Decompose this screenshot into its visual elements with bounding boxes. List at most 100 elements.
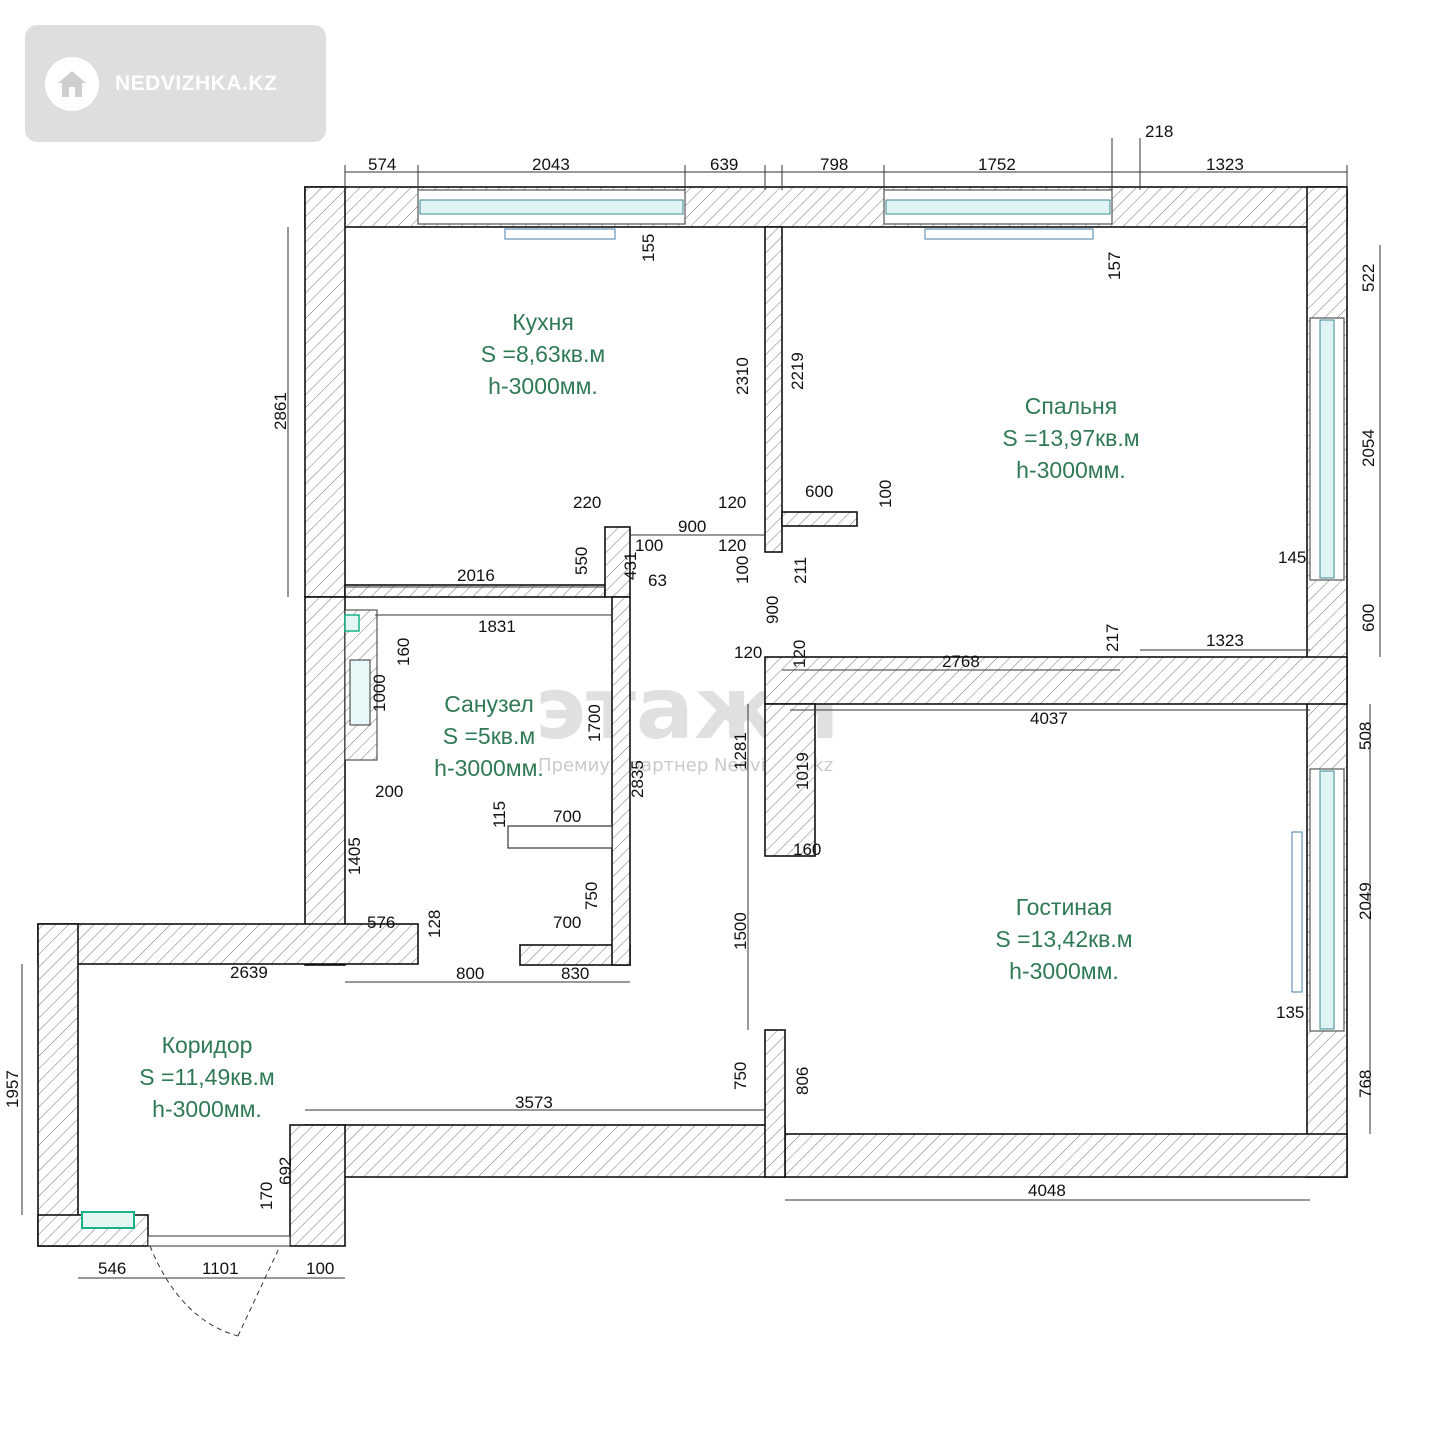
dim-2043: 2043 (532, 155, 570, 174)
dim-798: 798 (820, 155, 848, 174)
dim-120-a: 120 (718, 493, 746, 512)
wall-bedroom-stub (781, 511, 858, 527)
dim-1019: 1019 (793, 752, 812, 790)
room-kitchen-area: S =8,63кв.м (481, 341, 605, 367)
room-corridor-name: Коридор (162, 1032, 253, 1058)
wall-mid-horizontal (764, 656, 1348, 705)
room-living-area: S =13,42кв.м (995, 926, 1132, 952)
dim-2310: 2310 (733, 357, 752, 395)
dim-3573: 3573 (515, 1093, 553, 1112)
dim-4037: 4037 (1030, 709, 1068, 728)
dim-157: 157 (1105, 252, 1124, 280)
dim-750-bath: 750 (582, 882, 601, 910)
dim-692: 692 (276, 1157, 295, 1185)
room-bathroom-height: h-3000мм. (434, 755, 544, 781)
dim-546: 546 (98, 1259, 126, 1278)
dim-1500: 1500 (731, 912, 750, 950)
walls (37, 186, 1348, 1337)
room-corridor-height: h-3000мм. (152, 1096, 262, 1122)
dim-218: 218 (1145, 122, 1173, 141)
logo-text: NEDVIZHKA.KZ (115, 71, 278, 95)
dim-2016: 2016 (457, 566, 495, 585)
dim-145: 145 (1278, 548, 1306, 567)
dim-639: 639 (710, 155, 738, 174)
dim-100-stub: 100 (876, 480, 895, 508)
room-bathroom-area: S =5кв.м (443, 723, 535, 749)
dim-508: 508 (1356, 722, 1375, 750)
wall-corridor-left (37, 923, 79, 1247)
room-bedroom-name: Спальня (1025, 393, 1117, 419)
dim-200: 200 (375, 782, 403, 801)
dim-120-mid-b: 120 (790, 640, 809, 668)
house-icon (45, 56, 99, 111)
dim-2054: 2054 (1359, 429, 1378, 467)
dim-700-a: 700 (553, 807, 581, 826)
dim-155: 155 (639, 234, 658, 262)
dim-115: 115 (490, 801, 509, 828)
room-bedroom-height: h-3000мм. (1016, 457, 1126, 483)
dimension-labels: 574 2043 639 798 1752 218 1323 155 157 2… (3, 122, 1378, 1278)
wall-living-left (764, 703, 816, 857)
dim-900-vertical: 900 (763, 596, 782, 624)
dim-700-b: 700 (553, 913, 581, 932)
dim-2768: 2768 (942, 652, 980, 671)
dim-4048: 4048 (1028, 1181, 1066, 1200)
dim-170: 170 (257, 1182, 276, 1210)
dim-1405: 1405 (345, 837, 364, 875)
wall-left-kitchen (304, 186, 346, 598)
dim-1323-top: 1323 (1206, 155, 1244, 174)
dim-160-living: 160 (793, 840, 821, 859)
dim-1000: 1000 (370, 674, 389, 712)
room-kitchen-name: Кухня (512, 309, 574, 335)
dim-120-mid-a: 120 (734, 643, 762, 662)
dim-2219: 2219 (788, 352, 807, 390)
room-bedroom-area: S =13,97кв.м (1002, 425, 1139, 451)
dim-120-b: 120 (718, 536, 746, 555)
dim-100-b: 100 (635, 536, 663, 555)
dim-220: 220 (573, 493, 601, 512)
dim-100-c: 100 (733, 556, 752, 584)
dimension-lines (21, 138, 1381, 1279)
dim-576: 576 (367, 913, 395, 932)
dim-1752: 1752 (978, 155, 1016, 174)
room-living-height: h-3000мм. (1009, 958, 1119, 984)
dim-1323-mid: 1323 (1206, 631, 1244, 650)
dim-63: 63 (648, 571, 667, 590)
wall-living-left-bottom (764, 1029, 786, 1178)
dim-431: 431 (621, 552, 640, 580)
dim-900-door: 900 (678, 517, 706, 536)
dim-160-bath: 160 (394, 638, 413, 666)
dim-550: 550 (572, 547, 591, 575)
dim-100-entry: 100 (306, 1259, 334, 1278)
wall-kitchen-corner (604, 526, 631, 598)
wall-bath-right (611, 596, 631, 966)
wall-left-bath (304, 596, 346, 966)
dim-2049: 2049 (1356, 882, 1375, 920)
dim-1700: 1700 (585, 704, 604, 742)
wall-kitchen-bedroom (764, 226, 783, 553)
dim-574: 574 (368, 155, 396, 174)
dim-1957: 1957 (3, 1070, 22, 1108)
wall-entry-right (289, 1124, 346, 1247)
dim-128: 128 (425, 910, 444, 938)
dim-800: 800 (456, 964, 484, 983)
room-corridor-area: S =11,49кв.м (139, 1064, 275, 1090)
dim-600-stub: 600 (805, 482, 833, 501)
dim-806: 806 (793, 1067, 812, 1095)
logo-badge: NEDVIZHKA.KZ (25, 25, 326, 142)
wall-living-bottom (784, 1133, 1348, 1178)
room-kitchen-height: h-3000мм. (488, 373, 598, 399)
room-labels: Кухня S =8,63кв.м h-3000мм. Спальня S =1… (139, 309, 1139, 1122)
room-living-name: Гостиная (1016, 894, 1113, 920)
dim-2639: 2639 (230, 963, 268, 982)
dim-1101: 1101 (202, 1259, 239, 1278)
wall-corridor-top (37, 923, 419, 965)
dim-830: 830 (561, 964, 589, 983)
wall-corridor-bottom (304, 1124, 786, 1178)
dim-1831: 1831 (478, 617, 516, 636)
dim-217: 217 (1103, 624, 1122, 652)
dim-600-right: 600 (1359, 604, 1378, 632)
dim-2835: 2835 (628, 760, 647, 798)
room-bathroom-name: Санузел (444, 691, 534, 717)
dim-750-living: 750 (731, 1062, 750, 1090)
